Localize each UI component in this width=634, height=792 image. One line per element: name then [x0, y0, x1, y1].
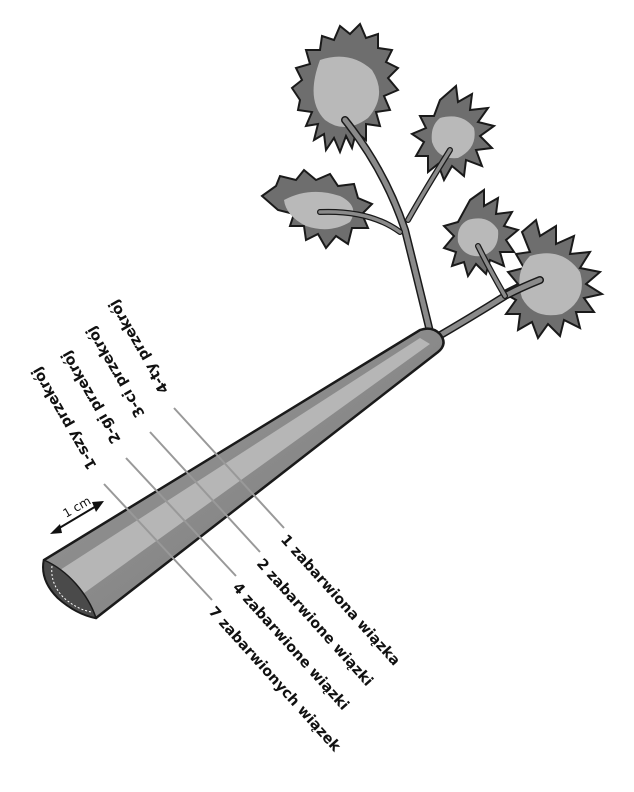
- celery-stem: [43, 329, 443, 618]
- leaf-cluster-right: [432, 190, 602, 340]
- section-labels: 1-szy przekrój 2-gi przekrój 3-ci przekr…: [29, 297, 172, 472]
- leaf-cluster-left: [262, 24, 494, 340]
- result-labels: 7 zabarwionych wiązek 4 zabarwione wiązk…: [205, 532, 403, 755]
- scale-arrow-right-head: [92, 501, 104, 512]
- scale-arrow-left-head: [50, 524, 62, 534]
